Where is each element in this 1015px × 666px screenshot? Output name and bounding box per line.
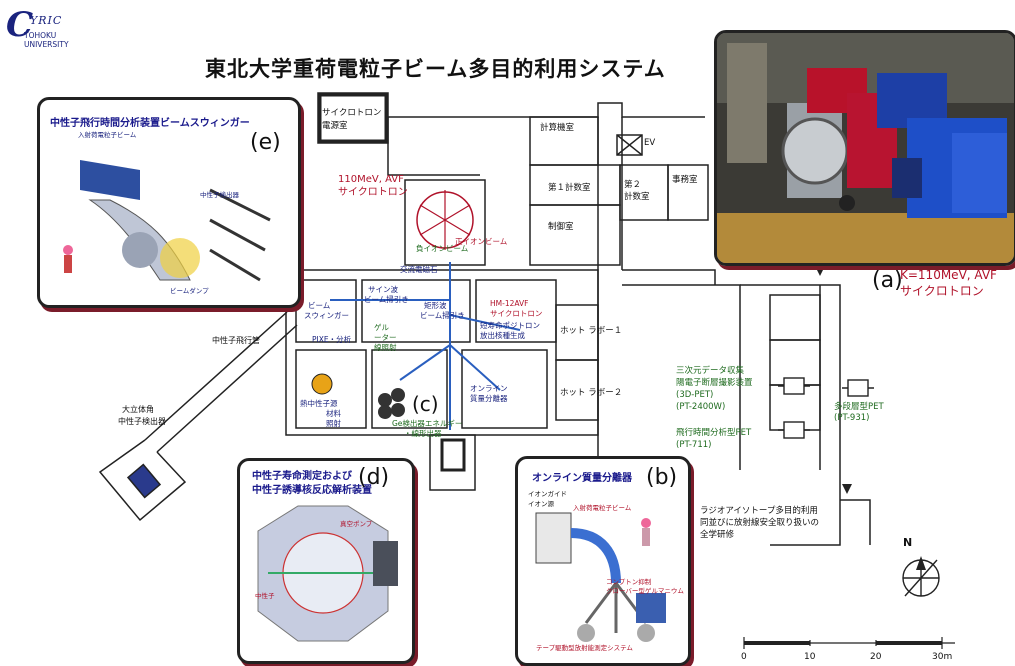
panel-d-label-pump: 真空ポンプ [340,520,373,528]
beam-swinger-label-a: ビーム [308,301,331,310]
avf-label-2: サイクロトロン [338,187,408,198]
panel-e: 中性子飛行時間分析装置ビームスウィンガー (e) 入射荷電粒子ビーム ビームダン… [37,97,301,308]
hot-lab-2-label: ホット ラボー２ [560,388,623,398]
scale-label-30m: 30m [932,652,953,662]
panel-a-line1: K=110MeV, AVF [900,268,997,282]
calc-room-1-label: 第１計数室 [548,183,591,193]
panel-b-letter: (b) [646,465,678,490]
cyclotron-photo [714,30,1015,266]
thermal-neutron-label: 熱中性子源 [300,399,338,408]
ev-label: EV [644,138,656,148]
sine-sweep-label-b: ビーム掃引き [364,295,409,304]
thermal-irradiation-label: 照射 [326,419,341,428]
ge-detector-label-b: ・線形出器 [404,429,442,438]
ge-detector-label-a: Ge検出器エネルギー [392,419,463,428]
ri-line1: ラジオアイソトープ多目的利用 [700,506,818,516]
panel-d: 中性子寿命測定および 中性子誘導核反応解析装置 (d) 真空ポンプ 中性子 [237,458,415,664]
thermal-material-label: 材料 [326,409,341,418]
online-sep-label-a: オンライン [470,384,508,393]
neutron-tof-tube-label: 中性子飛行管 [212,336,260,345]
area-c-letter: (c) [412,392,439,416]
panel-e-letter: (e) [250,130,281,155]
panel-e-label-beam: 入射荷電粒子ビーム [78,131,137,139]
calc-room-2-label-b: 計数室 [624,192,650,202]
pos-ion-label: 正イオンビーム [455,237,508,246]
panel-b-label-clover: クローバー型ゲルマニウム [606,587,684,595]
sine-sweep-label-a: サイン波 [368,285,398,294]
logo-yric: YRIC [30,14,63,27]
neutron-lifetime-illustration [257,505,398,642]
big-solid-angle-label-a: 大立体角 [122,405,154,414]
scale-label-20: 20 [870,652,882,662]
beam-swinger-illustration [63,160,271,282]
panel-d-letter: (d) [358,465,390,490]
panel-a-line2: サイクロトロン [900,284,984,298]
office-label: 事務室 [672,175,698,185]
panel-d-label-neutron: 中性子 [255,592,275,600]
logo-tohoku: TOHOKU [24,31,57,40]
hot-lab-1-label: ホット ラボー１ [560,326,623,336]
pet-3d-line2: 陽電子断層撮影装置 [676,378,753,388]
avf-label-1: 110MeV, AVF [338,174,404,185]
panel-b: オンライン質量分離器 (b) イオンガイド イオン源 入射荷電粒子ビーム コンプ… [515,456,691,666]
computer-room-label: 計算機室 [540,123,575,133]
pet-multi-line1: 多段層型PET [834,402,884,412]
page-title: 東北大学重荷電粒子ビーム多目的利用システム [205,57,666,81]
cyclotron-photo-image [717,33,1014,263]
panel-b-label-compton: コンプトン抑制 [606,578,652,586]
positron-label-a: 短寿命ポジトロン [480,321,540,330]
cyclotron-power-label-2: 電源室 [322,121,348,131]
gel-label-b: ーター [374,333,397,342]
rect-sweep-label-a: 矩形波 [424,301,447,310]
positron-label-b: 放出核種生成 [480,331,525,340]
big-solid-angle-label-b: 中性子検出器 [118,417,166,426]
panel-e-label-dump: ビームダンプ [170,287,209,295]
neg-ion-label: 負イオンビーム [416,244,469,253]
pet-tof-line1: 飛行時間分析型PET [676,428,752,438]
pet-3d-line3: (3D-PET) [676,390,714,400]
mass-separator-illustration [535,512,666,642]
hm12-label-b: サイクロトロン [490,309,543,318]
control-room-label: 制御室 [548,222,574,232]
panel-b-label-beam: 入射荷電粒子ビーム [573,504,632,512]
panel-b-title: オンライン質量分離器 [532,473,632,484]
logo-university: UNIVERSITY [24,40,69,49]
compass-north-label: N [903,536,913,549]
panel-b-label-tape: テープ駆動型放射能測定システム [536,644,633,652]
rect-sweep-label-b: ビーム掃引き [420,311,465,320]
pet-3d-line4: (PT-2400W) [676,402,726,412]
gel-label-c: 線照射 [374,343,397,352]
panel-b-label-ionsource: イオン源 [528,500,554,508]
scale-label-0: 0 [741,652,747,662]
pet-3d-line1: 三次元データ収集 [676,366,745,376]
panel-b-label-ionguide: イオンガイド [528,490,567,498]
pet-tof-line2: (PT-711) [676,440,712,450]
ri-line3: 全学研修 [700,530,735,540]
panel-d-title-2: 中性子誘導核反応解析装置 [252,485,372,496]
scale-label-10: 10 [804,652,816,662]
panel-e-title: 中性子飛行時間分析装置ビームスウィンガー [50,118,250,129]
panel-e-label-detector: 中性子検出器 [200,191,239,199]
ac-magnet-label: 交流電磁石 [400,265,438,274]
panel-a-letter: (a) [872,268,903,293]
pixe-label: PIXE・分析 [312,335,352,344]
ri-line2: 同並びに放射線安全取り扱いの [700,518,820,528]
calc-room-2-label-a: 第２ [624,180,642,190]
hm12-label-a: HM-12AVF [490,299,529,308]
cyclotron-power-label-1: サイクロトロン [322,108,382,118]
panel-d-title-1: 中性子寿命測定および [252,471,352,482]
online-sep-label-b: 質量分離器 [470,394,508,403]
beam-swinger-label-b: スウィンガー [304,311,349,320]
logo-c: C [6,5,34,45]
gel-label-a: ゲル [374,323,389,332]
pet-multi-line2: (PT-931) [834,413,870,423]
